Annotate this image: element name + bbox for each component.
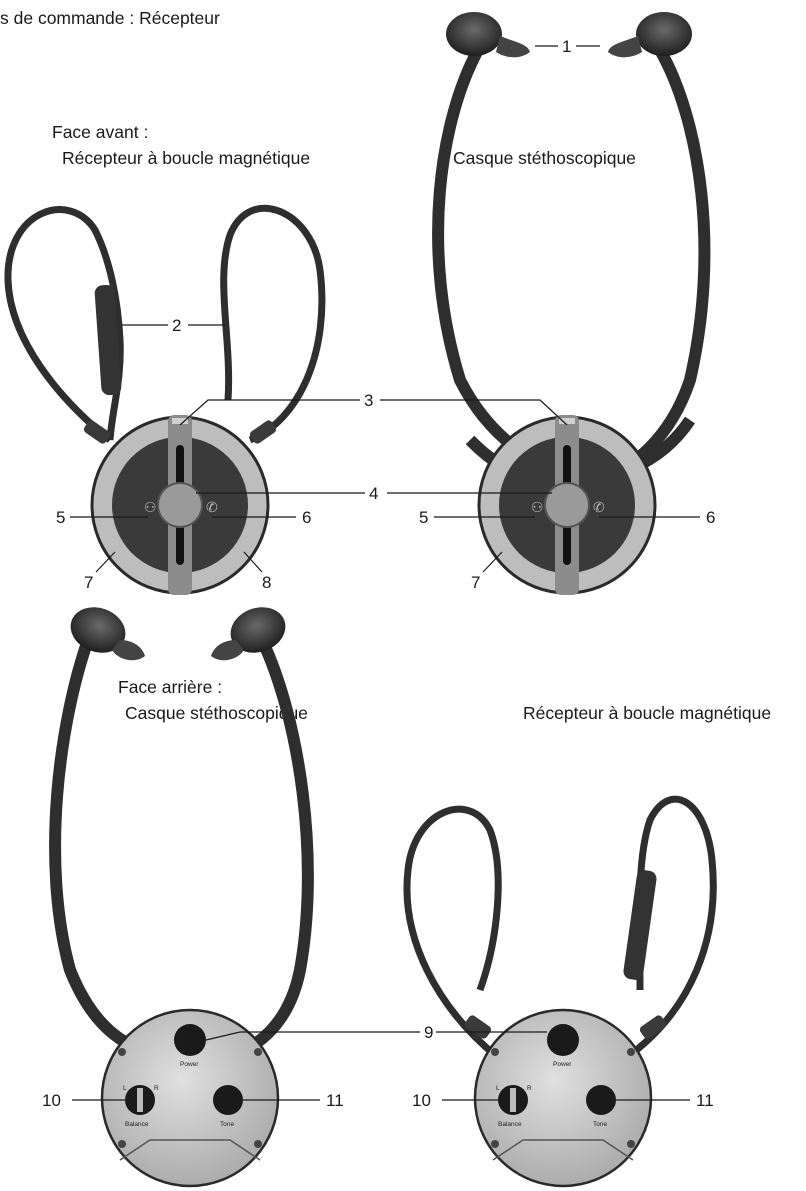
front-stethoscope-headset: [438, 12, 704, 478]
center-button-b[interactable]: [545, 483, 589, 527]
left-earbud-icon: [446, 12, 502, 56]
callout-5-a: 5: [56, 508, 65, 527]
callout-7-a: 7: [84, 573, 93, 592]
phone-icon: ✆: [593, 500, 605, 516]
tone-knob-a[interactable]: [213, 1085, 243, 1115]
tone-knob-b[interactable]: [586, 1085, 616, 1115]
front-loop-receiver: [8, 208, 322, 445]
front-control-unit-a: ⚇ ✆: [92, 415, 268, 595]
persons-icon: ⚇: [531, 500, 544, 516]
balance-l-b: L: [496, 1085, 500, 1092]
tone-label-a: Tone: [220, 1121, 234, 1128]
callout-9: 9: [424, 1023, 433, 1042]
front-loop-receiver-label: Récepteur à boucle magnétique: [62, 148, 310, 168]
balance-r-a: R: [154, 1085, 159, 1092]
callout-11-a: 11: [326, 1091, 344, 1110]
back-loop-receiver: Power L R Balance Tone: [407, 799, 713, 1186]
callout-8: 8: [262, 573, 271, 592]
persons-icon: ⚇: [144, 500, 157, 516]
balance-label-b: Balance: [498, 1121, 522, 1128]
right-earbud-icon: [636, 12, 692, 56]
page-title: s de commande : Récepteur: [0, 8, 220, 28]
callout-10-b: 10: [412, 1091, 431, 1110]
tone-label-b: Tone: [593, 1121, 607, 1128]
front-stethoscope-label: Casque stéthoscopique: [453, 148, 636, 168]
callout-7-b: 7: [471, 573, 480, 592]
front-face-heading: Face avant :: [52, 122, 148, 142]
balance-label-a: Balance: [125, 1121, 149, 1128]
phone-icon: ✆: [206, 500, 218, 516]
callout-6-b: 6: [706, 508, 715, 527]
balance-l-a: L: [123, 1085, 127, 1092]
power-button-a[interactable]: [174, 1024, 206, 1056]
center-button-a[interactable]: [158, 483, 202, 527]
callout-10-a: 10: [42, 1091, 61, 1110]
back-control-unit-a: Power L R Balance Tone: [102, 1010, 278, 1186]
back-stethoscope-headset: [55, 600, 308, 1055]
callout-4: 4: [369, 484, 378, 503]
callout-1: 1: [562, 37, 571, 56]
power-label-b: Power: [553, 1061, 572, 1068]
callout-6-a: 6: [302, 508, 311, 527]
callout-5-b: 5: [419, 508, 428, 527]
back-loop-receiver-label: Récepteur à boucle magnétique: [523, 703, 771, 723]
callout-3: 3: [364, 391, 373, 410]
power-button-b[interactable]: [547, 1024, 579, 1056]
power-label-a: Power: [180, 1061, 199, 1068]
callout-11-b: 11: [696, 1091, 714, 1110]
back-face-heading: Face arrière :: [118, 677, 222, 697]
callout-2: 2: [172, 316, 181, 335]
balance-r-b: R: [527, 1085, 532, 1092]
